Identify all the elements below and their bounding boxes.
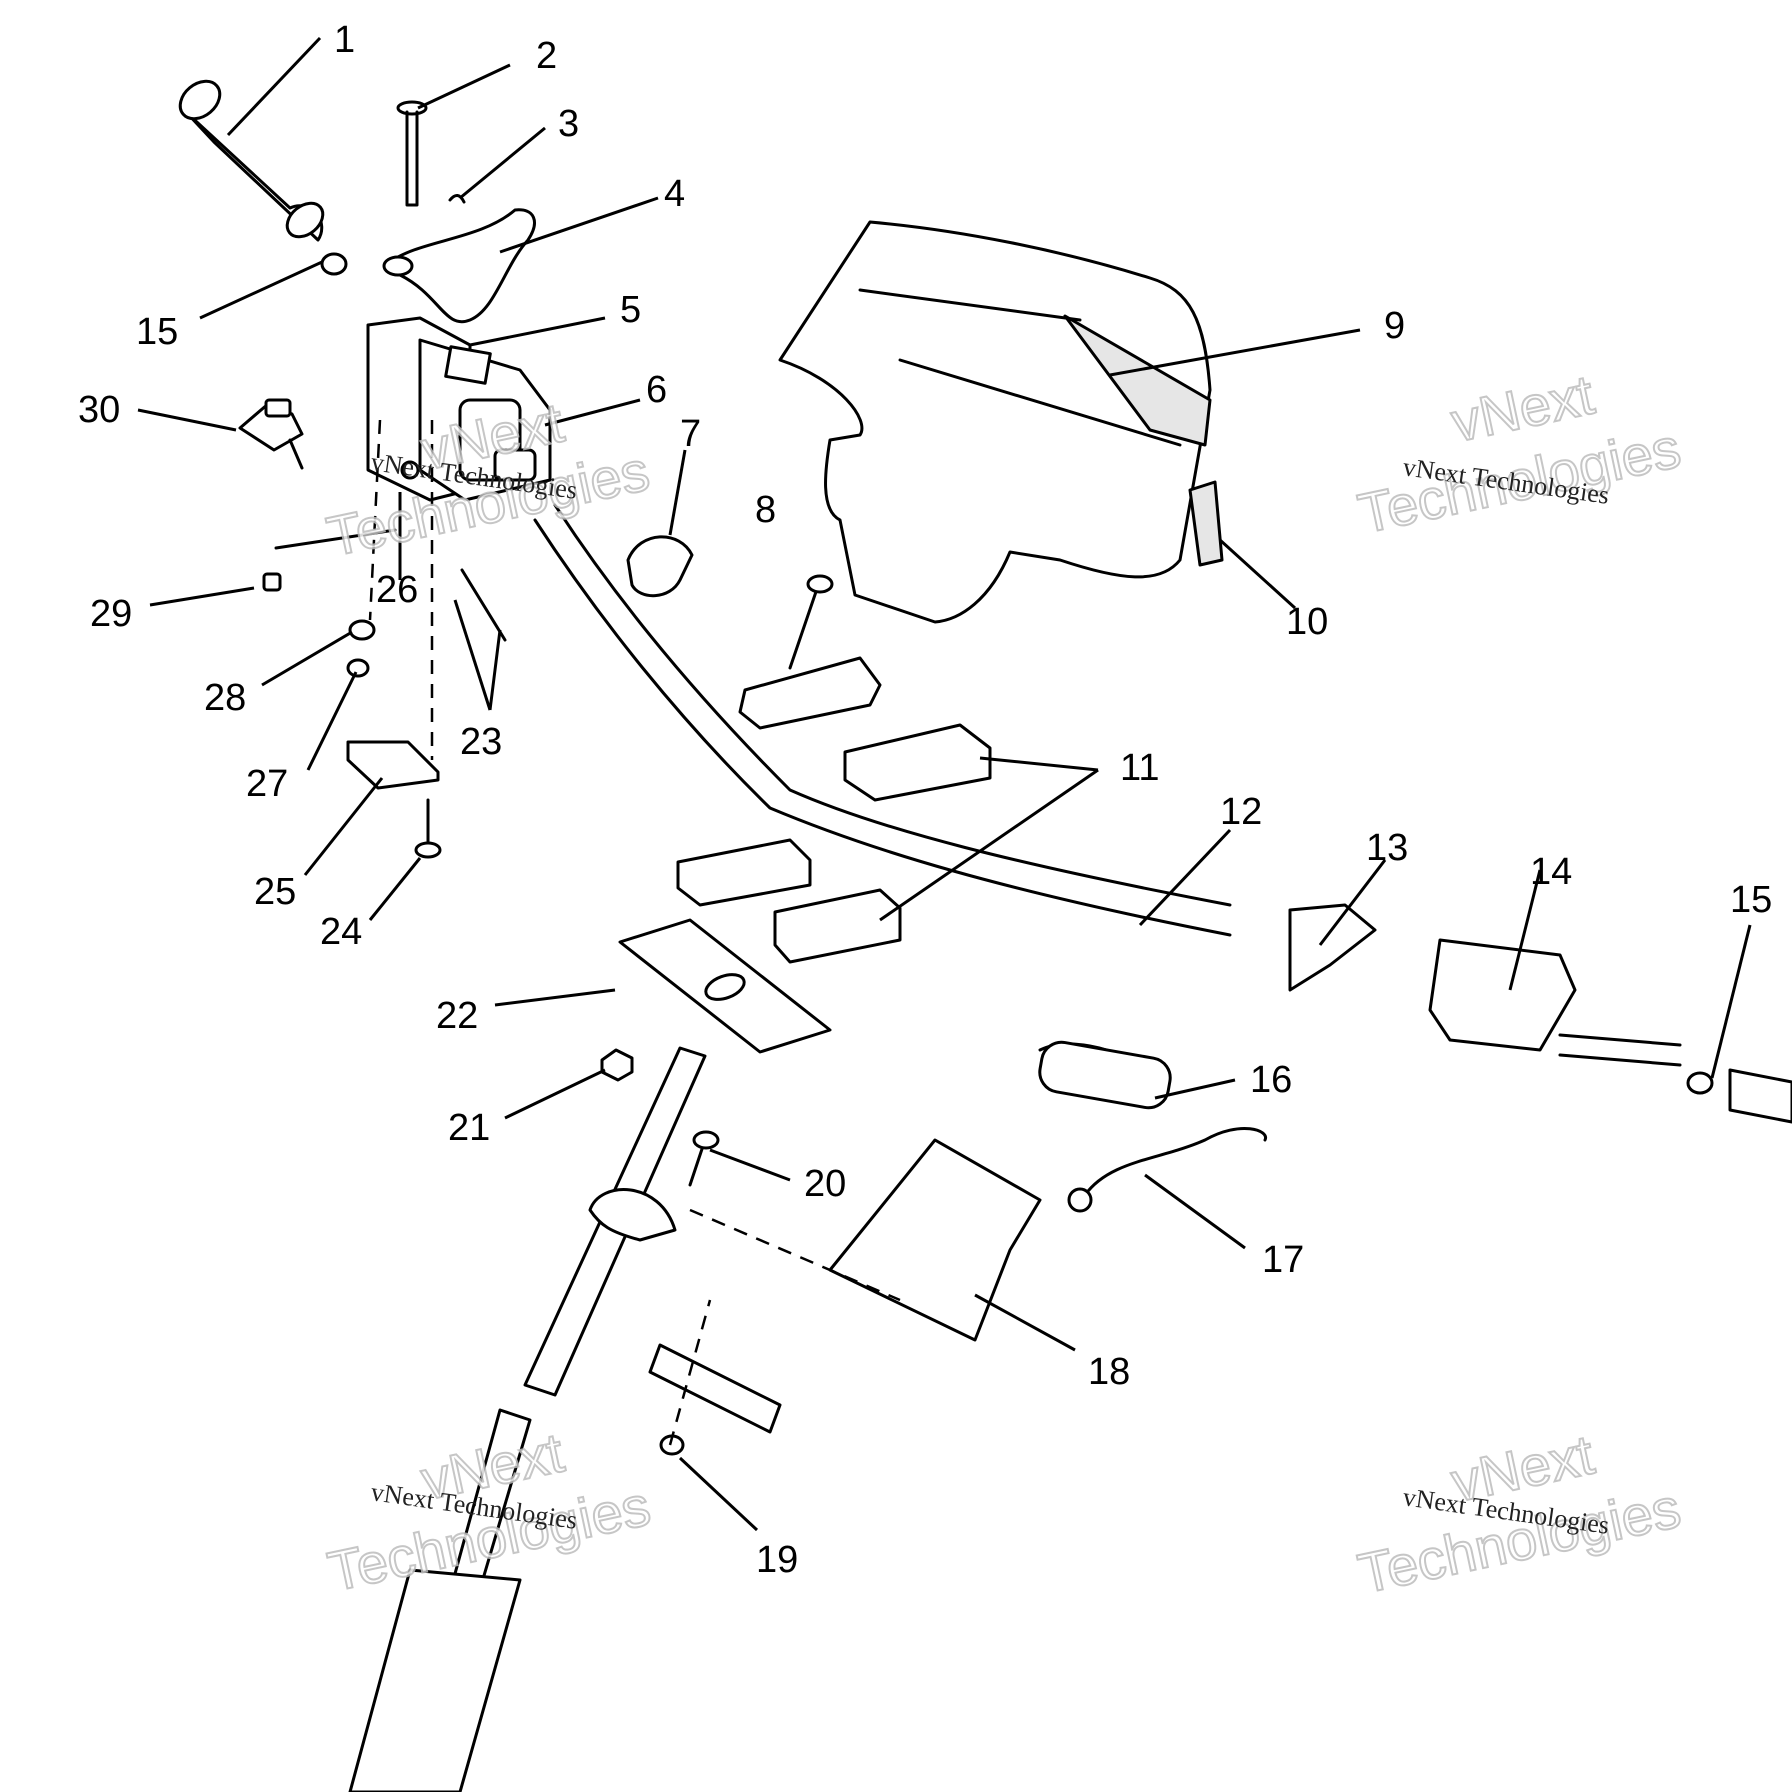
part-steering-column — [348, 1046, 707, 1792]
callout-20: 20 — [804, 1163, 846, 1205]
leader-lines — [137, 36, 1752, 1532]
part-pin — [396, 100, 428, 207]
part-screw-24 — [414, 798, 442, 859]
callout-1: 1 — [334, 19, 355, 61]
callout-21: 21 — [448, 1107, 490, 1149]
callout-15-left: 15 — [136, 311, 178, 353]
callout-5: 5 — [620, 289, 641, 331]
callout-23: 23 — [460, 721, 502, 763]
callout-19: 19 — [756, 1539, 798, 1581]
part-clamp-7 — [626, 535, 694, 598]
part-spacer-tube — [648, 1343, 782, 1434]
part-throttle-block — [366, 316, 552, 502]
callout-12: 12 — [1220, 791, 1262, 833]
part-grip-end-cap-left — [320, 252, 348, 276]
callout-26: 26 — [376, 569, 418, 611]
callout-15-right: 15 — [1730, 879, 1772, 921]
callout-14: 14 — [1530, 851, 1572, 893]
callout-28: 28 — [204, 677, 246, 719]
part-grip-end-cap-right — [1686, 1071, 1714, 1095]
part-clip — [448, 194, 466, 204]
callout-10: 10 — [1286, 601, 1328, 643]
callout-25: 25 — [254, 871, 296, 913]
part-hand-grip-left — [178, 79, 325, 242]
watermark-top-right: vNext Technologies — [1352, 361, 1687, 546]
callout-11: 11 — [1120, 747, 1159, 789]
callout-13: 13 — [1366, 827, 1408, 869]
part-hand-grip-right — [1728, 1068, 1792, 1124]
part-nut-29 — [262, 572, 282, 592]
callout-2: 2 — [536, 35, 557, 77]
part-handlebar — [533, 518, 1232, 937]
part-nut-21 — [600, 1048, 634, 1082]
callout-22: 22 — [436, 995, 478, 1037]
callout-3: 3 — [558, 103, 579, 145]
part-brake-master-cylinder — [1428, 938, 1682, 1067]
part-tether-cord — [1067, 1126, 1267, 1213]
part-heater-element — [1038, 1040, 1172, 1110]
part-foam-strip-10 — [1188, 480, 1224, 567]
part-screw-20 — [688, 1130, 720, 1187]
callout-16: 16 — [1250, 1059, 1292, 1101]
callout-6: 6 — [646, 369, 667, 411]
callout-30: 30 — [78, 389, 120, 431]
part-screws-23 — [368, 419, 507, 760]
part-mount-bracket-18 — [828, 1138, 1042, 1342]
part-washer-28 — [348, 619, 376, 641]
callout-29: 29 — [90, 593, 132, 635]
part-kill-switch — [238, 398, 304, 470]
part-brake-bracket-13 — [1288, 903, 1377, 992]
callout-4: 4 — [664, 173, 685, 215]
callout-8: 8 — [755, 489, 776, 531]
part-lockwasher-27 — [346, 658, 370, 678]
part-windshield — [778, 220, 1212, 624]
callout-9: 9 — [1384, 305, 1405, 347]
callout-24: 24 — [320, 911, 362, 953]
callout-17: 17 — [1262, 1239, 1304, 1281]
part-steering-plate-22 — [618, 918, 832, 1054]
part-screw-8 — [788, 574, 834, 670]
part-throttle-lever — [382, 208, 536, 324]
callout-18: 18 — [1088, 1351, 1130, 1393]
callout-27: 27 — [246, 763, 288, 805]
part-handlebar-clamps — [676, 656, 992, 964]
part-plate-25 — [346, 740, 440, 790]
callout-7: 7 — [680, 413, 701, 455]
